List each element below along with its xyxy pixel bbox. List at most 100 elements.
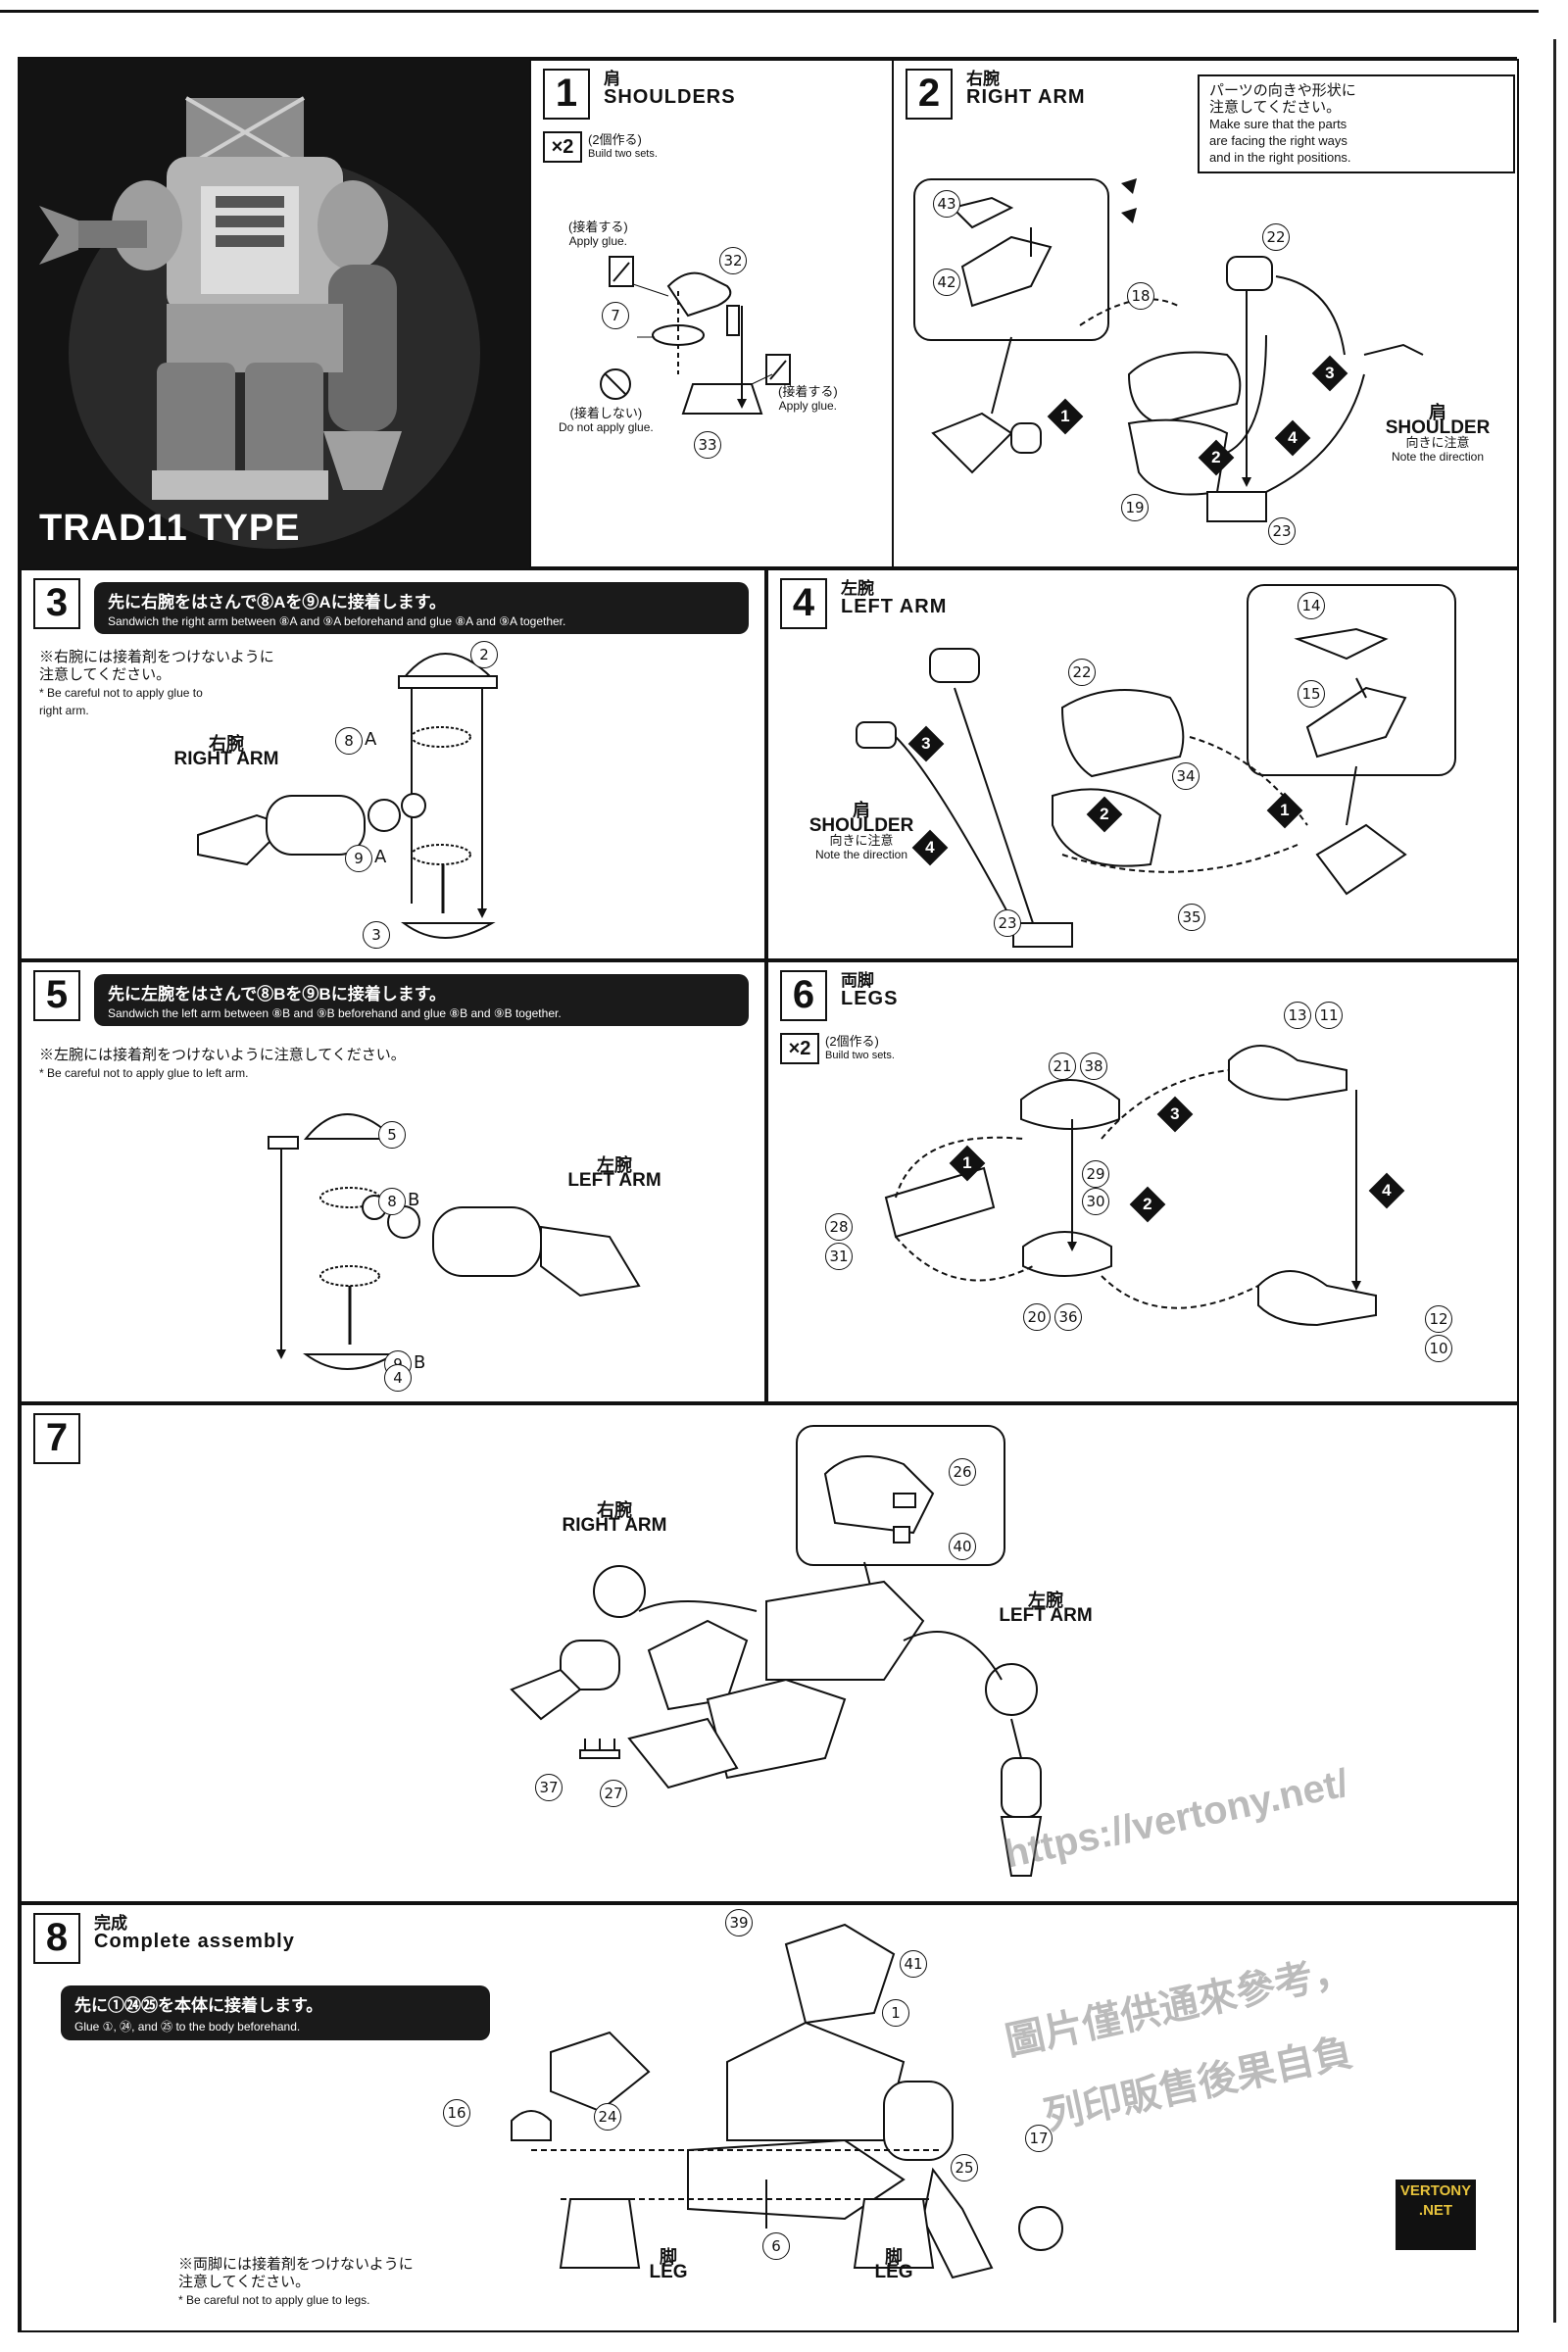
glue-instruction: 先に右腕をはさんで⑧Aを⑨Aに接着します。 Sandwich the right… xyxy=(94,582,749,634)
title-en: RIGHT ARM xyxy=(966,86,1086,108)
step-title: 肩 SHOULDERS xyxy=(604,70,736,108)
title-jp: 完成 xyxy=(94,1914,127,1933)
part-number: 37 xyxy=(535,1774,563,1801)
part-number: 7 xyxy=(602,302,629,329)
part-number: 29 xyxy=(1082,1160,1109,1188)
part-number: 25 xyxy=(951,2154,978,2181)
part-number: 13 xyxy=(1284,1002,1311,1029)
step-3-panel: 3 先に右腕をはさんで⑧Aを⑨Aに接着します。 Sandwich the rig… xyxy=(20,568,766,960)
step-5-diagram xyxy=(268,1113,641,1370)
step-number: 4 xyxy=(780,578,827,629)
part-number: 40 xyxy=(949,1533,976,1560)
logo-line-2: .NET xyxy=(1418,2202,1453,2219)
direction-jp: 向きに注意 xyxy=(1405,435,1470,450)
part-number: 30 xyxy=(1082,1188,1109,1215)
logo-line-1: VERTONY xyxy=(1399,2182,1472,2199)
warn-en: * Be careful not to apply glue to legs. xyxy=(178,2293,370,2307)
direction-jp: 向きに注意 xyxy=(829,833,894,848)
step-number: 6 xyxy=(780,970,827,1021)
part-number: 19 xyxy=(1121,494,1149,521)
step-6-panel: 6 両脚 LEGS ×2 (2個作る)Build two sets. xyxy=(766,960,1519,1403)
part-number: 20 xyxy=(1023,1303,1051,1331)
leg-label-left: 脚 LEG xyxy=(629,2248,708,2282)
title-jp: 肩 xyxy=(604,70,620,88)
orientation-info-box: パーツの向きや形状に 注意してください。 Make sure that the … xyxy=(1198,74,1515,173)
times-badge: ×2 xyxy=(543,131,582,163)
arm-label: 右腕 RIGHT ARM xyxy=(143,734,310,769)
right-arm-label: 右腕 RIGHT ARM xyxy=(531,1501,698,1535)
part-number: 33 xyxy=(694,431,721,459)
part-number: 31 xyxy=(825,1243,853,1270)
shoulder-label: 肩 SHOULDER 向きに注意 Note the direction xyxy=(788,801,935,862)
info-en-3: and in the right positions. xyxy=(1209,150,1351,165)
step-number: 2 xyxy=(906,69,953,120)
step-3-diagram xyxy=(197,653,498,939)
glue-en-1: Apply glue. xyxy=(568,234,628,248)
warn-en-2: right arm. xyxy=(39,704,89,717)
glue-instruction: 先に①㉔㉕を本体に接着します。 Glue ①, ㉔, and ㉕ to the … xyxy=(61,1985,490,2040)
step-7-diagram xyxy=(510,1455,1043,1877)
note-en: Glue ①, ㉔, and ㉕ to the body beforehand. xyxy=(74,2020,301,2034)
part-number: 22 xyxy=(1262,223,1290,251)
part-number: 5 xyxy=(378,1121,406,1149)
times-jp: (2個作る) xyxy=(825,1034,879,1049)
step-title: 両脚 LEGS xyxy=(841,972,899,1009)
part-number: 26 xyxy=(949,1458,976,1486)
part-number: 2 xyxy=(470,641,498,668)
left-en: LEFT ARM xyxy=(999,1605,1093,1626)
leg-en: LEG xyxy=(649,2262,688,2282)
note-jp: 先に①㉔㉕を本体に接着します。 xyxy=(74,1996,323,2015)
glue-note-1: (接着する) Apply glue. xyxy=(568,220,628,249)
direction-en: Note the direction xyxy=(1391,450,1485,464)
info-en-1: Make sure that the parts xyxy=(1209,117,1348,131)
glue-warning: ※両脚には接着剤をつけないように 注意してください。 * Be careful … xyxy=(178,2256,414,2309)
part-number: 8 xyxy=(335,727,363,755)
note-jp: 先に左腕をはさんで⑧Bを⑨Bに接着します。 xyxy=(108,985,447,1004)
step-title: 左腕 LEFT ARM xyxy=(841,579,947,617)
times-en: Build two sets. xyxy=(588,148,658,160)
part-number: 8 xyxy=(378,1188,406,1215)
note-en: Sandwich the left arm between ⑧B and ⑨B … xyxy=(108,1006,562,1020)
arm-label: 左腕 LEFT ARM xyxy=(531,1155,698,1191)
shoulder-en: SHOULDER xyxy=(808,815,914,836)
build-count: ×2 (2個作る)Build two sets. xyxy=(780,1033,895,1064)
arm-jp: 左腕 xyxy=(597,1155,632,1175)
warn-en: * Be careful not to apply glue to left a… xyxy=(39,1066,249,1080)
step-5-panel: 5 先に左腕をはさんで⑧Bを⑨Bに接着します。 Sandwich the lef… xyxy=(20,960,766,1403)
glue-jp-2: (接着する) xyxy=(778,384,838,399)
step-number: 3 xyxy=(33,578,80,629)
step-title: 右腕 RIGHT ARM xyxy=(966,71,1086,108)
top-rule xyxy=(0,10,1539,13)
part-number: 10 xyxy=(1425,1335,1452,1362)
part-number: 34 xyxy=(1172,762,1200,790)
part-number: 23 xyxy=(994,909,1021,937)
shoulder-jp: 肩 xyxy=(853,801,870,820)
info-en-2: are facing the right ways xyxy=(1209,133,1348,148)
part-number: 6 xyxy=(762,2232,790,2260)
part-number: 24 xyxy=(594,2103,621,2131)
part-number: 39 xyxy=(725,1909,753,1936)
arm-jp: 右腕 xyxy=(209,734,244,754)
product-photo-panel: TRAD11 TYPE xyxy=(20,59,529,568)
arm-en: RIGHT ARM xyxy=(173,749,279,769)
step-7-panel: 7 右腕 RIGHT ARM 左腕 LEFT ARM xyxy=(20,1403,1519,1903)
part-number: 23 xyxy=(1268,517,1296,545)
part-suffix: A xyxy=(365,729,377,750)
robot-photo: TRAD11 TYPE xyxy=(20,59,529,568)
part-number: 28 xyxy=(825,1213,853,1241)
step-number: 8 xyxy=(33,1913,80,1964)
no-glue-note: (接着しない) Do not apply glue. xyxy=(559,406,654,435)
direction-en: Note the direction xyxy=(814,848,908,861)
arm-en: LEFT ARM xyxy=(567,1170,662,1191)
leg-en: LEG xyxy=(874,2262,913,2282)
part-number: 14 xyxy=(1298,592,1325,619)
title-en: LEGS xyxy=(841,988,899,1009)
part-number: 21 xyxy=(1049,1053,1076,1080)
part-number: 4 xyxy=(384,1364,412,1392)
right-rule xyxy=(1553,39,1556,2323)
warn-jp-1: ※両脚には接着剤をつけないように xyxy=(178,2256,414,2273)
part-number: 9 xyxy=(345,845,372,872)
title-jp: 左腕 xyxy=(841,579,874,598)
note-jp: 先に右腕をはさんで⑧Aを⑨Aに接着します。 xyxy=(108,593,447,612)
